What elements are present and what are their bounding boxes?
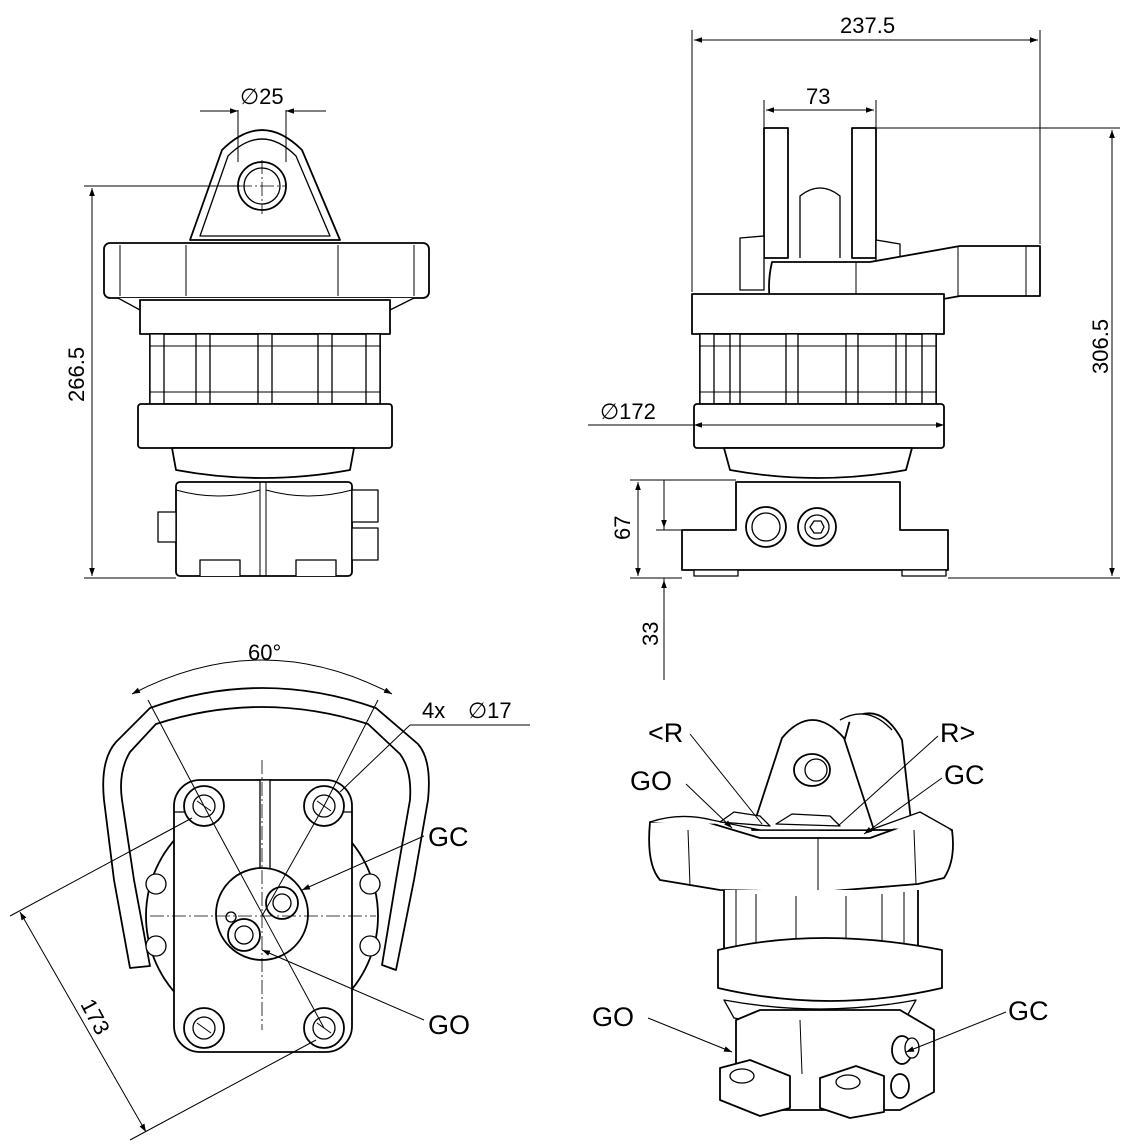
front-view-dimensions: ∅25 266.5	[64, 84, 326, 579]
bottom-view-dimensions: 60° 4x ∅17 173 GC GO	[9, 640, 530, 1141]
height-right-label: 306.5	[1088, 319, 1113, 374]
side-view-dimensions: 237.5 73 306.5 ∅172 67 33	[588, 13, 1120, 680]
rotate-right-label: R>	[940, 718, 975, 748]
bolt-hole-diameter-label: ∅17	[468, 698, 512, 723]
side-view	[681, 127, 1041, 577]
rotate-left-label: <R	[648, 718, 683, 748]
cage-bars	[149, 333, 381, 405]
gc-label-iso-upper: GC	[944, 760, 985, 790]
go-label-bottom-view: GO	[428, 1010, 470, 1040]
pin-diameter-label: ∅25	[240, 84, 284, 109]
bolt-angle-label: 60°	[248, 640, 281, 665]
go-label-iso-lower: GO	[592, 1002, 634, 1032]
bolt-spacing-label: 173	[76, 995, 115, 1039]
gc-label-bottom-view: GC	[428, 822, 469, 852]
height-left-label: 266.5	[64, 347, 89, 402]
base-offset-label: 33	[638, 622, 663, 646]
housing-diameter-label: ∅172	[600, 399, 656, 424]
bottom-view	[102, 687, 430, 1053]
isometric-view	[648, 712, 954, 1119]
base-height-label: 67	[610, 516, 635, 540]
bolt-count-label: 4x	[422, 698, 445, 723]
overall-width-label: 237.5	[840, 13, 895, 38]
isometric-labels: <R R> GO GC GO GC	[592, 718, 1049, 1053]
go-label-iso-upper: GO	[630, 766, 672, 796]
front-view	[103, 129, 430, 577]
flange-bolts	[145, 873, 381, 957]
clevis-width-label: 73	[806, 84, 830, 109]
gc-label-iso-lower: GC	[1008, 996, 1049, 1026]
